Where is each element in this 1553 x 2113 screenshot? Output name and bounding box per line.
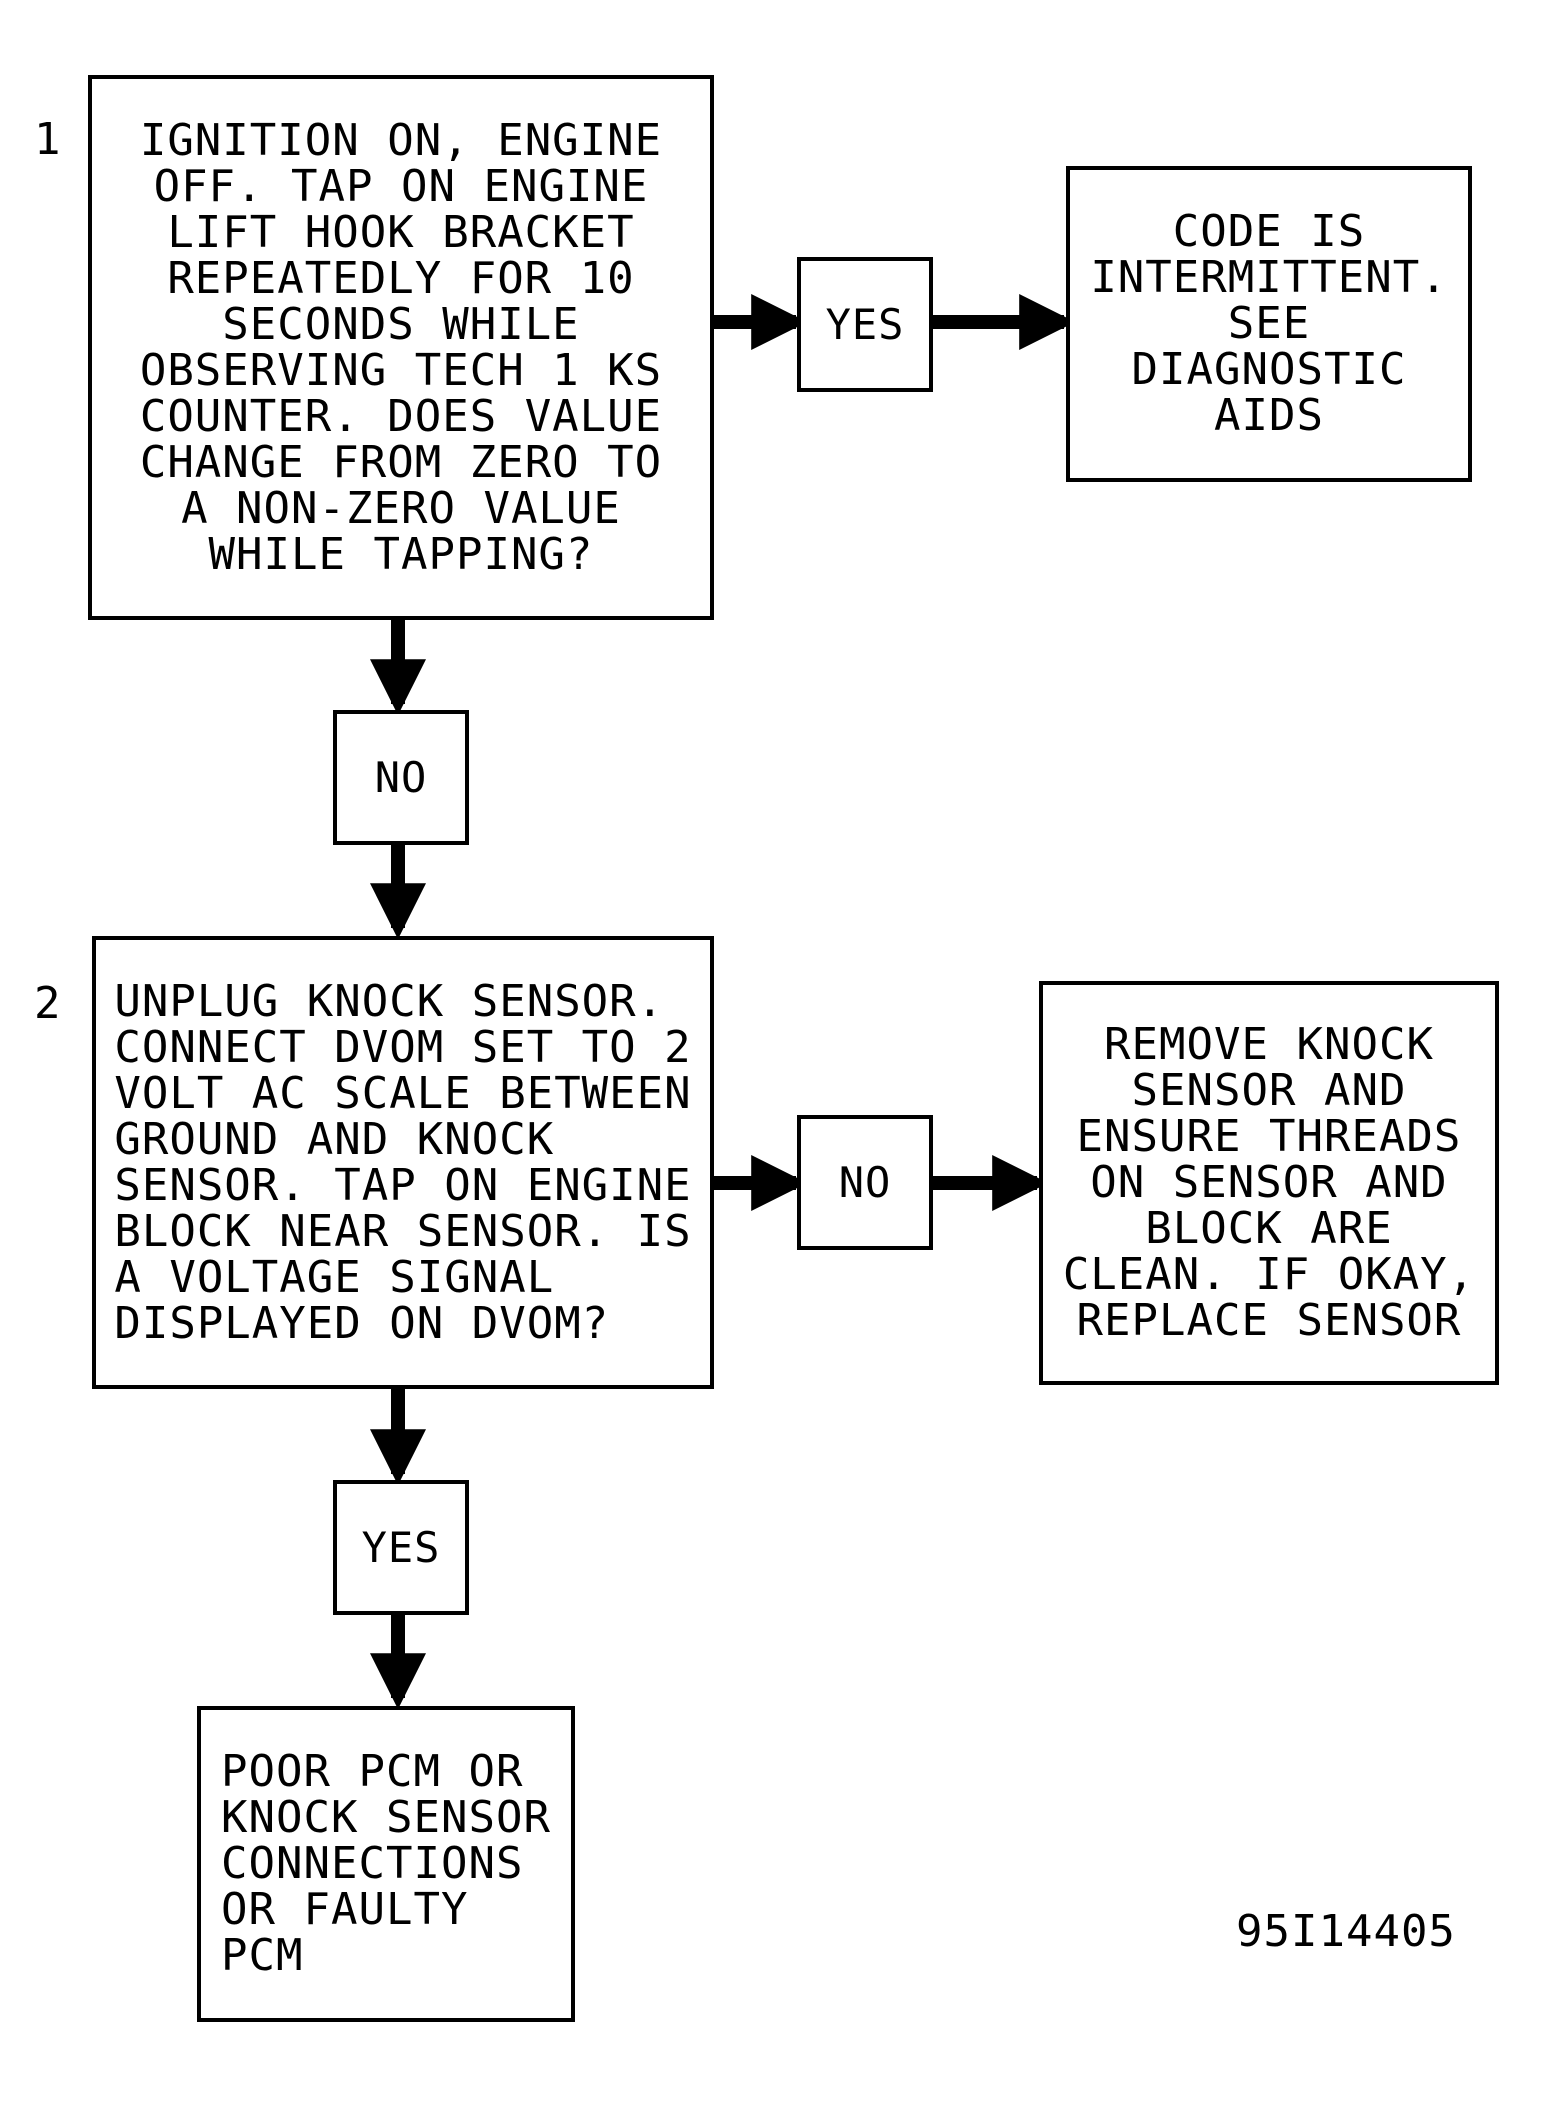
step-1-question-box: IGNITION ON, ENGINE OFF. TAP ON ENGINE L… bbox=[88, 75, 714, 620]
remove-knock-sensor-box: REMOVE KNOCK SENSOR AND ENSURE THREADS O… bbox=[1039, 981, 1499, 1385]
step-1-yes-label-box: YES bbox=[797, 257, 933, 392]
step-2-no-label: NO bbox=[838, 1157, 892, 1207]
step-2-yes-label: YES bbox=[361, 1522, 441, 1572]
code-intermittent-box: CODE IS INTERMITTENT. SEE DIAGNOSTIC AID… bbox=[1066, 166, 1472, 482]
step-2-number: 2 bbox=[34, 978, 61, 1029]
remove-knock-sensor-text: REMOVE KNOCK SENSOR AND ENSURE THREADS O… bbox=[1062, 1019, 1476, 1346]
poor-pcm-text: POOR PCM OR KNOCK SENSOR CONNECTIONS OR … bbox=[221, 1746, 551, 1981]
poor-pcm-box: POOR PCM OR KNOCK SENSOR CONNECTIONS OR … bbox=[197, 1706, 575, 2022]
step-1-number: 1 bbox=[34, 114, 61, 165]
step-1-question-text: IGNITION ON, ENGINE OFF. TAP ON ENGINE L… bbox=[139, 114, 663, 580]
step-2-yes-label-box: YES bbox=[333, 1480, 469, 1615]
step-1-no-label: NO bbox=[374, 752, 428, 802]
step-2-question-text: UNPLUG KNOCK SENSOR. CONNECT DVOM SET TO… bbox=[114, 975, 692, 1349]
step-2-question-box: UNPLUG KNOCK SENSOR. CONNECT DVOM SET TO… bbox=[92, 936, 714, 1389]
step-1-yes-label: YES bbox=[825, 299, 905, 349]
figure-id: 95I14405 bbox=[1236, 1906, 1456, 1957]
step-2-no-label-box: NO bbox=[797, 1115, 933, 1250]
code-intermittent-text: CODE IS INTERMITTENT. SEE DIAGNOSTIC AID… bbox=[1090, 206, 1448, 441]
step-1-no-label-box: NO bbox=[333, 710, 469, 845]
